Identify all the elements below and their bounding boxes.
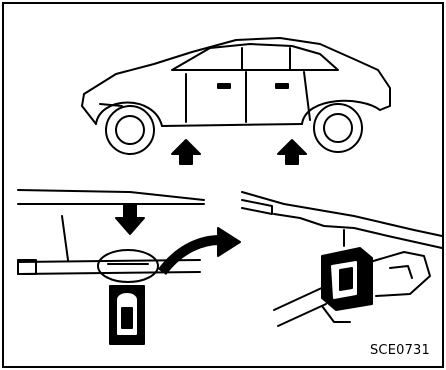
sill-edge-line: [242, 200, 272, 214]
hand-outline: [274, 286, 326, 326]
car-sill: [162, 124, 302, 126]
car-window-outline: [172, 44, 338, 70]
door-handle: [218, 84, 230, 88]
up-arrow-icon: [172, 140, 200, 164]
up-arrow-icon: [278, 140, 306, 164]
curved-arrow-head: [218, 228, 240, 256]
rear-wheel: [314, 104, 362, 152]
down-arrow-icon: [116, 204, 144, 234]
door-handle: [276, 84, 288, 88]
front-hub: [116, 116, 144, 144]
jack-body-core: [340, 268, 352, 290]
jack-point-highlight: [98, 250, 158, 282]
curved-arrow-body: [162, 240, 220, 272]
car-illustration: [82, 38, 390, 154]
rear-hub: [324, 114, 352, 142]
jack-head-core: [122, 308, 132, 328]
jack-point-illustration: [4, 4, 446, 370]
jack-installed-detail: [242, 192, 442, 326]
sill-edge-line: [18, 190, 204, 200]
jack-point-detail: [18, 190, 240, 344]
front-wheel: [106, 106, 154, 154]
door-lines: [186, 72, 310, 122]
sill-support-line: [62, 216, 68, 260]
car-body-outline: [82, 38, 390, 124]
jack-arm: [370, 252, 430, 296]
jack-arm-detail: [390, 266, 412, 278]
figure-code: SCE0731: [370, 343, 430, 358]
